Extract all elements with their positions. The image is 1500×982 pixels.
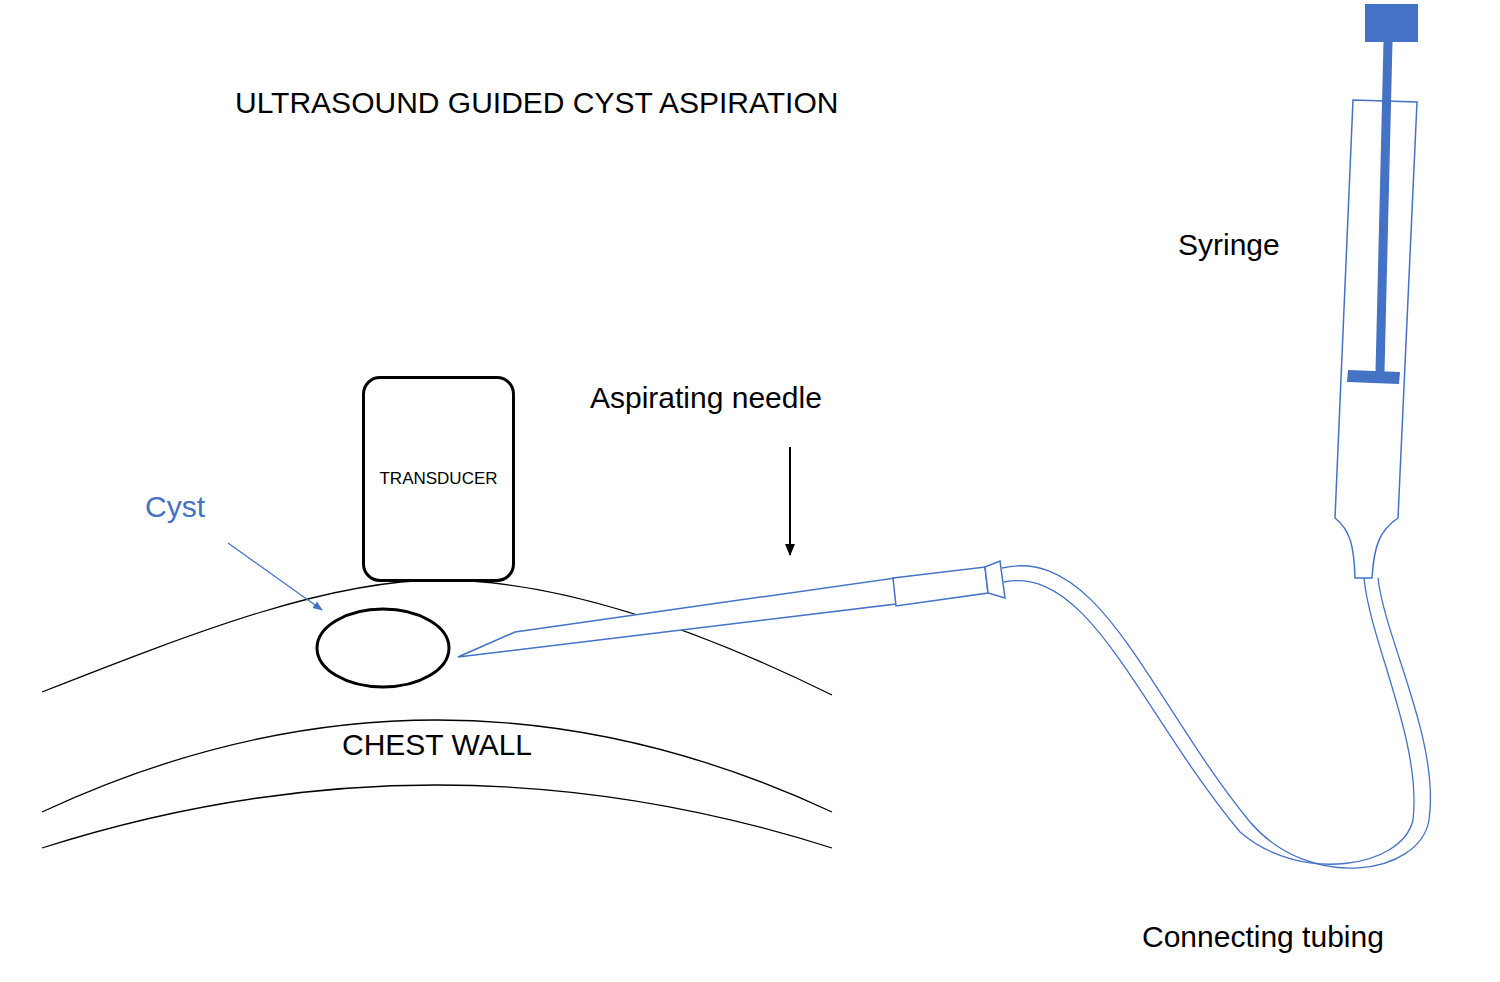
diagram-title: ULTRASOUND GUIDED CYST ASPIRATION (235, 86, 838, 121)
plunger-rod (1380, 42, 1388, 372)
plunger-thumb (1365, 4, 1418, 42)
needle-shaft (458, 578, 896, 657)
part-label: Syringe (1178, 228, 1280, 263)
region-label: CHEST WALL (342, 728, 532, 763)
pointer-arrow (789, 447, 791, 555)
plunger-head (1347, 370, 1400, 384)
tubing (1004, 578, 1414, 864)
needle-hub (985, 561, 1005, 598)
chest-wall-line (42, 720, 832, 812)
chest-wall-line (42, 785, 832, 848)
needle-hub (893, 567, 988, 606)
part-label: Connecting tubing (1142, 920, 1384, 955)
tubing (1002, 566, 1430, 868)
cyst-shape (317, 609, 449, 687)
leader-line (228, 543, 322, 610)
breast-outline (42, 580, 832, 695)
syringe-barrel (1335, 100, 1417, 578)
box-label: TRANSDUCER (379, 469, 497, 489)
part-label: Aspirating needle (590, 381, 822, 416)
part-label: Cyst (145, 490, 205, 525)
transducer-box: TRANSDUCER (362, 376, 515, 582)
